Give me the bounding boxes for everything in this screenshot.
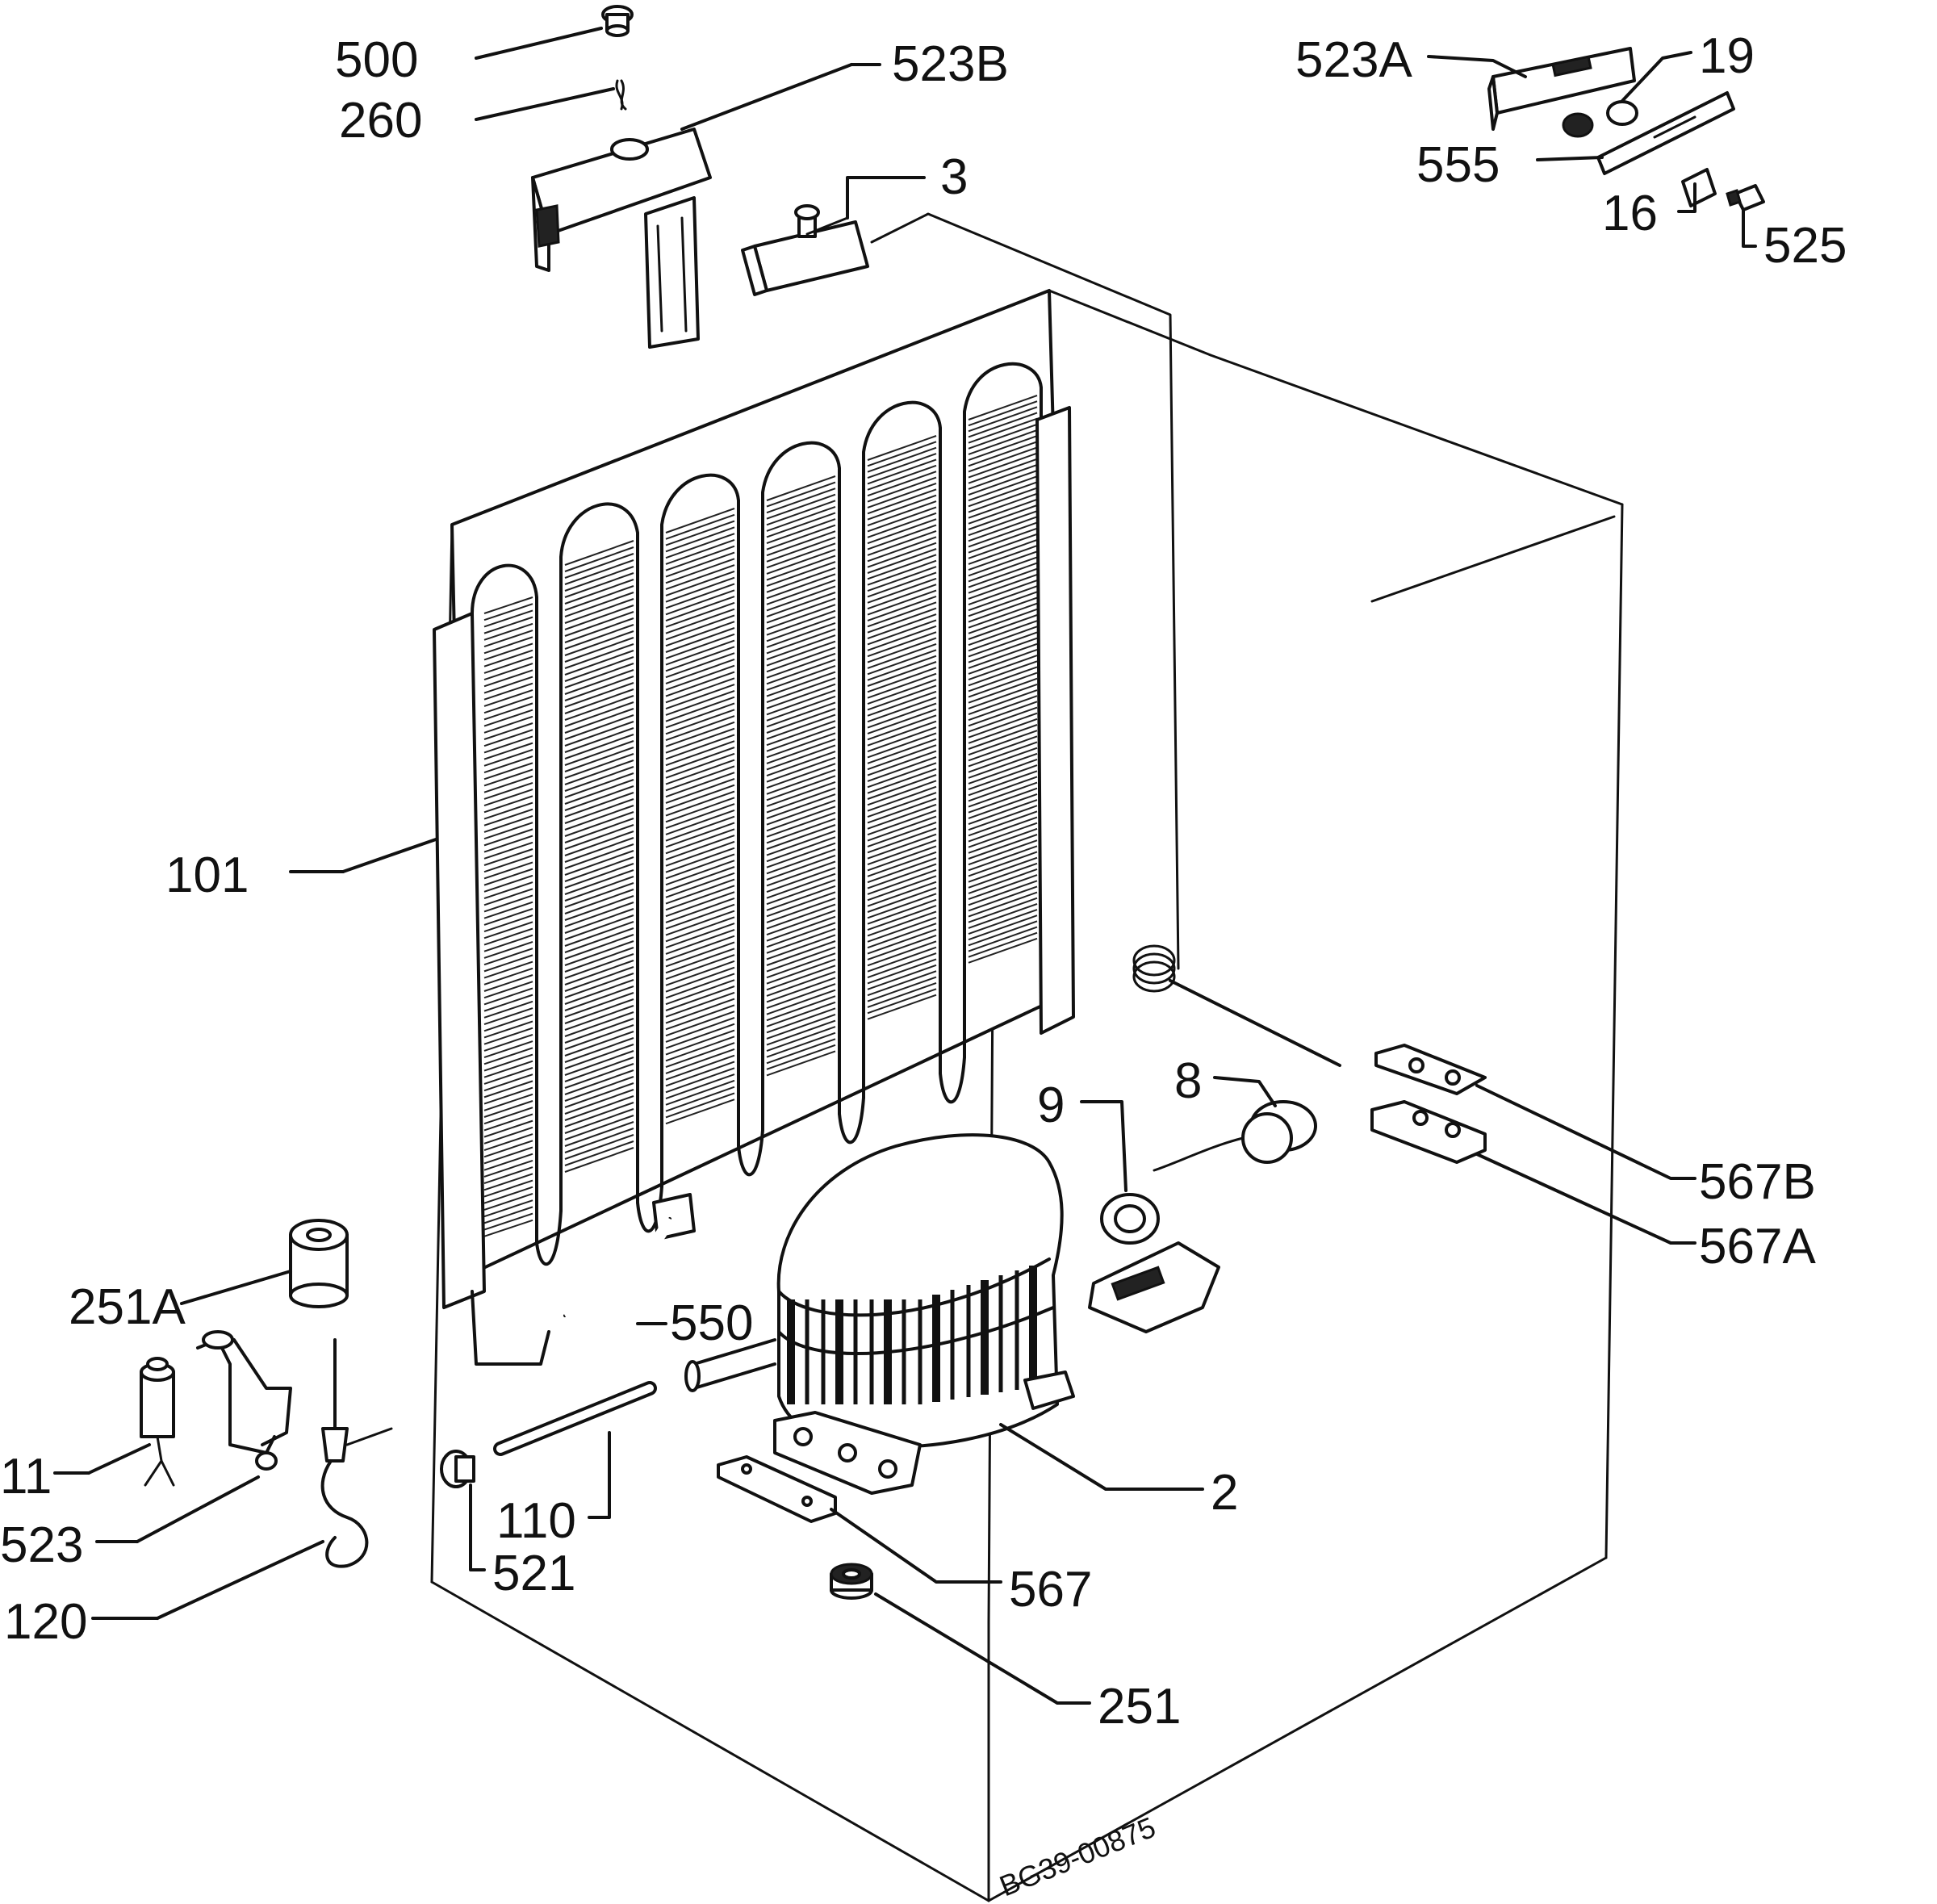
overload-8 <box>1153 1100 1317 1172</box>
label-260: 260 <box>339 93 422 149</box>
label-9: 9 <box>1037 1078 1065 1133</box>
label-555: 555 <box>1416 137 1500 193</box>
lamp-bracket-523A <box>1487 47 1636 131</box>
connector-525 <box>1726 184 1765 211</box>
switch-16 <box>1681 168 1717 207</box>
label-251: 251 <box>1098 1679 1181 1735</box>
label-11: 11 <box>0 1449 52 1504</box>
label-16: 16 <box>1602 186 1658 241</box>
label-567B: 567B <box>1699 1154 1816 1210</box>
condenser-101 <box>433 289 1075 1366</box>
grommet-251 <box>830 1563 873 1600</box>
bracket-567A <box>1370 1100 1487 1164</box>
label-521: 521 <box>492 1546 575 1601</box>
label-567A: 567A <box>1699 1219 1816 1274</box>
clamp-523 <box>196 1330 292 1471</box>
leader-lines <box>53 27 1757 1705</box>
label-101: 101 <box>165 847 249 903</box>
label-8: 8 <box>1174 1053 1202 1109</box>
condenser-fins <box>483 395 1038 1237</box>
clip-260 <box>615 79 627 111</box>
plug-521 <box>440 1450 475 1488</box>
bracket-567B <box>1374 1044 1487 1095</box>
label-550: 550 <box>670 1295 753 1351</box>
label-523B: 523B <box>892 36 1009 92</box>
thermostat-capillary <box>870 212 1341 1067</box>
cable-120 <box>320 1338 393 1568</box>
compressor-stripes <box>787 1266 1037 1404</box>
label-19: 19 <box>1699 28 1755 84</box>
lamp-cover-555 <box>1596 91 1735 175</box>
label-523A: 523A <box>1295 32 1412 88</box>
tube-110 <box>493 1381 657 1456</box>
knob-500 <box>601 5 634 37</box>
lamp-19 <box>1562 100 1638 138</box>
label-2: 2 <box>1211 1465 1238 1521</box>
hose-550 <box>562 1193 696 1321</box>
label-525: 525 <box>1763 218 1847 274</box>
label-523: 523 <box>0 1517 83 1573</box>
label-251A: 251A <box>69 1279 186 1335</box>
label-110: 110 <box>496 1493 576 1549</box>
label-567: 567 <box>1009 1562 1092 1617</box>
drawing-code: BG39-00875 <box>995 1810 1161 1902</box>
label-120: 120 <box>4 1594 87 1650</box>
thermostat-3 <box>741 176 926 296</box>
label-3: 3 <box>940 149 968 205</box>
relay-9 <box>1088 1193 1220 1333</box>
compressor-2 <box>684 1133 1075 1495</box>
label-500: 500 <box>335 32 418 88</box>
capacitor-11 <box>140 1357 175 1487</box>
cover-523B <box>531 128 712 349</box>
grommet-251A <box>289 1219 349 1308</box>
